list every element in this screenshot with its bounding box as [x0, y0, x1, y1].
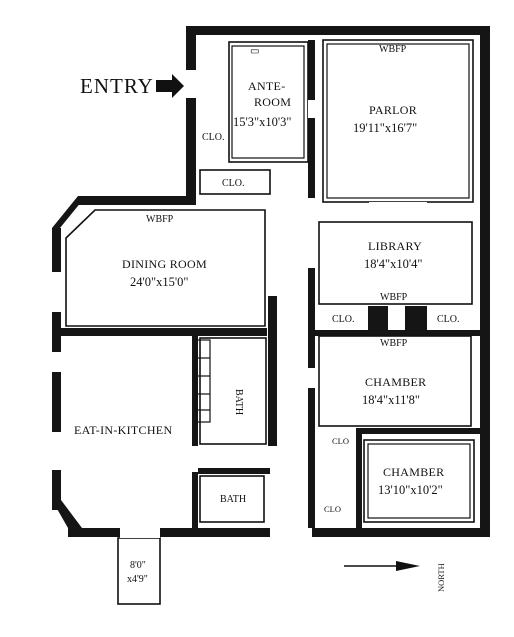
library-closet-left-label: CLO. [332, 314, 355, 325]
library-fireplace: WBFP [380, 292, 408, 303]
kitchen-name: EAT-IN-KITCHEN [74, 423, 172, 437]
bath1-room [199, 337, 267, 445]
rooms [65, 39, 475, 605]
labels: ▭ ANTE- ROOM 15'3"x10'3" WBFP PARLOR 19'… [74, 44, 460, 585]
library-room [318, 221, 473, 305]
anteroom-name-1: ANTE- [248, 79, 286, 93]
chamber2-dims: 13'10"x10'2" [378, 483, 443, 497]
dining-room [65, 209, 266, 327]
bath2-name: BATH [220, 494, 246, 505]
chamber1-fireplace: WBFP [380, 338, 408, 349]
chamber1-name: CHAMBER [365, 375, 426, 389]
chamber1-room [318, 335, 472, 427]
chamber1-dims: 18'4"x11'8" [362, 393, 420, 407]
chamber2-room [363, 439, 475, 523]
balcony-dims-2: x4'9" [127, 574, 148, 585]
parlor-fireplace: WBFP [379, 44, 407, 55]
bath2-room [199, 475, 265, 523]
entry-closet-label: CLO. [202, 132, 225, 143]
interior-walls [61, 40, 480, 528]
anteroom-name-2: ROOM [254, 95, 291, 109]
balcony-area [117, 537, 161, 605]
hall-closet-room [199, 169, 271, 195]
dining-name: DINING ROOM [122, 257, 207, 271]
doorways [120, 70, 427, 538]
north-label: NORTH [436, 563, 446, 592]
exterior-walls [52, 26, 490, 537]
library-closet-right-label: CLO. [437, 314, 460, 325]
chamber-closet-label: CLO [332, 436, 349, 446]
hall-closet-label: CLO. [222, 178, 245, 189]
library-name: LIBRARY [368, 239, 422, 253]
anteroom-room [228, 41, 309, 163]
balcony-dims-1: 8'0" [130, 560, 146, 571]
chamber-closet2-label: CLO [324, 504, 341, 514]
anteroom-dims: 15'3"x10'3" [233, 115, 291, 129]
entry-arrow-icon [156, 74, 184, 98]
library-dims: 18'4"x10'4" [364, 257, 422, 271]
anteroom-fireplace-mark: ▭ [250, 46, 259, 57]
north-indicator: NORTH [344, 561, 446, 592]
bath1-name: BATH [233, 389, 244, 415]
parlor-dims: 19'11"x16'7" [353, 121, 417, 135]
dining-fireplace: WBFP [146, 214, 174, 225]
parlor-name: PARLOR [369, 103, 417, 117]
chamber2-name: CHAMBER [383, 465, 444, 479]
entry-label: ENTRY [80, 74, 154, 98]
dining-dims: 24'0"x15'0" [130, 275, 188, 289]
entry-marker: ENTRY [80, 74, 184, 98]
north-arrow-icon [396, 561, 420, 571]
